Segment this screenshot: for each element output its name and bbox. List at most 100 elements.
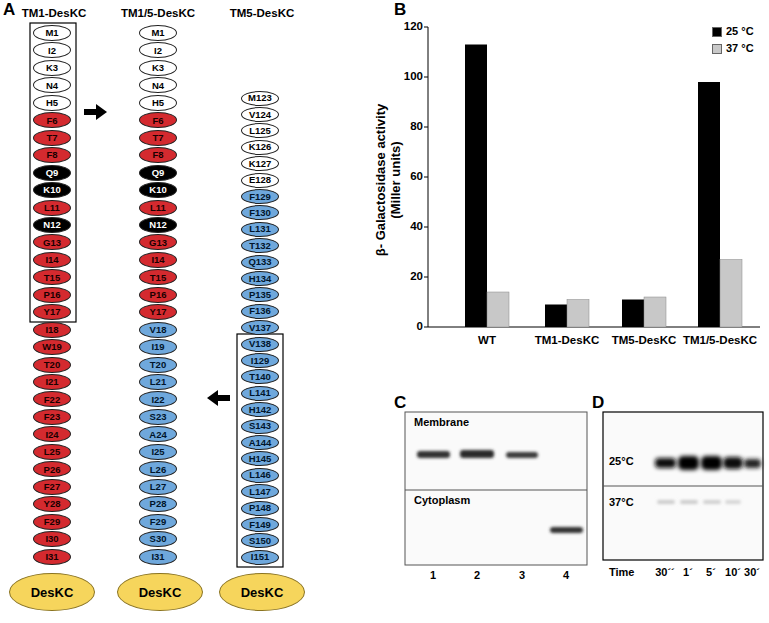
- residue-ellipse: T15: [139, 269, 177, 285]
- residue-ellipse: F22: [33, 391, 71, 407]
- residue-label: S150: [249, 536, 271, 546]
- residue-ellipse: F6: [139, 112, 177, 128]
- domain-label: DesKC: [139, 586, 182, 599]
- residue-label: Y17: [44, 307, 61, 317]
- residue-ellipse: F129: [241, 189, 279, 204]
- residue-ellipse: S30: [139, 531, 177, 547]
- residue-label: S143: [249, 421, 271, 431]
- time-label: 1´: [683, 566, 693, 579]
- residue-label: P16: [44, 290, 61, 300]
- residue-ellipse: F149: [241, 517, 279, 532]
- residue-label: F23: [44, 412, 60, 422]
- residue-ellipse: V124: [241, 107, 279, 122]
- lane-number: 4: [563, 569, 569, 582]
- residue-label: E128: [249, 175, 271, 185]
- residue-ellipse: P148: [241, 501, 279, 516]
- residue-ellipse: L11: [139, 200, 177, 216]
- residue-ellipse: I129: [241, 353, 279, 368]
- residue-ellipse: N12: [139, 217, 177, 233]
- residue-ellipse: L141: [241, 386, 279, 401]
- residue-ellipse: V138: [241, 337, 279, 352]
- residue-label: F129: [249, 192, 271, 202]
- residue-label: I14: [151, 255, 164, 265]
- residue-ellipse: N4: [33, 77, 71, 93]
- residue-label: G13: [149, 238, 167, 248]
- tick-label: 80: [410, 120, 423, 134]
- fraction-label: Cytoplasm: [414, 494, 470, 507]
- residue-ellipse: F23: [33, 409, 71, 425]
- residue-ellipse: T20: [33, 357, 71, 373]
- residue-label: L11: [44, 203, 60, 213]
- residue-label: F8: [152, 150, 163, 160]
- residue-ellipse: M1: [139, 25, 177, 41]
- residue-label: I25: [151, 447, 164, 457]
- lane-number: 3: [519, 569, 525, 582]
- residue-ellipse: S143: [241, 419, 279, 434]
- panel-letter: D: [592, 393, 604, 413]
- residue-ellipse: T140: [241, 369, 279, 384]
- residue-label: I31: [151, 552, 164, 562]
- residue-label: T7: [152, 133, 163, 143]
- panel-letter: C: [394, 393, 406, 413]
- residue-ellipse: G13: [33, 234, 71, 250]
- residue-ellipse: A144: [241, 435, 279, 450]
- tick-label: 0: [417, 320, 423, 334]
- residue-ellipse: K126: [241, 140, 279, 155]
- residue-label: V137: [249, 323, 271, 333]
- residue-label: V138: [249, 339, 271, 349]
- residue-ellipse: H5: [33, 95, 71, 111]
- residue-label: M1: [151, 28, 164, 38]
- residue-label: L21: [150, 377, 166, 387]
- residue-ellipse: Q9: [139, 165, 177, 181]
- residue-ellipse: I18: [33, 322, 71, 338]
- residue-ellipse: T7: [139, 130, 177, 146]
- category-label: TM1/5-DesKC: [683, 334, 757, 348]
- residue-ellipse: F29: [139, 514, 177, 530]
- residue-label: L131: [249, 224, 271, 234]
- residue-label: T15: [150, 273, 166, 283]
- residue-label: V18: [150, 325, 167, 335]
- residue-label: T20: [150, 360, 166, 370]
- residue-ellipse: T7: [33, 130, 71, 146]
- time-label: 30´´: [655, 566, 675, 579]
- residue-label: H145: [249, 454, 272, 464]
- axis-title: β- Galactosidase activity (Miller units): [373, 84, 403, 276]
- residue-label: K10: [149, 185, 166, 195]
- residue-ellipse: T132: [241, 238, 279, 253]
- residue-ellipse: P28: [139, 496, 177, 512]
- residue-label: F27: [44, 482, 60, 492]
- residue-label: L25: [44, 447, 60, 457]
- residue-ellipse: L147: [241, 484, 279, 499]
- residue-ellipse: I14: [33, 252, 71, 268]
- residue-ellipse: Y28: [33, 496, 71, 512]
- residue-label: F130: [249, 208, 271, 218]
- residue-ellipse: Q9: [33, 165, 71, 181]
- residue-label: Y28: [44, 499, 61, 509]
- residue-label: T7: [46, 133, 57, 143]
- residue-label: T15: [44, 273, 60, 283]
- legend-label: 37 °C: [726, 42, 754, 55]
- residue-label: M123: [248, 93, 272, 103]
- residue-label: Q133: [248, 257, 271, 267]
- tm5-box: [237, 334, 283, 567]
- residue-label: Y17: [150, 307, 167, 317]
- fraction-label: Membrane: [414, 416, 469, 429]
- domain-ellipse: DesKC: [117, 573, 203, 611]
- residue-ellipse: I2: [139, 42, 177, 58]
- residue-ellipse: K10: [33, 182, 71, 198]
- time-label: 10´: [725, 566, 741, 579]
- residue-label: I19: [151, 342, 164, 352]
- residue-ellipse: G13: [139, 234, 177, 250]
- domain-ellipse: DesKC: [219, 573, 305, 611]
- residue-label: F6: [46, 116, 57, 126]
- bars: [465, 45, 742, 328]
- residue-label: G13: [43, 238, 61, 248]
- residue-ellipse: F8: [139, 147, 177, 163]
- residue-label: H5: [46, 98, 58, 108]
- residue-ellipse: I30: [33, 531, 71, 547]
- residue-ellipse: I31: [139, 549, 177, 565]
- residue-label: N12: [149, 220, 166, 230]
- residue-label: P26: [44, 465, 61, 475]
- domain-label: DesKC: [241, 586, 284, 599]
